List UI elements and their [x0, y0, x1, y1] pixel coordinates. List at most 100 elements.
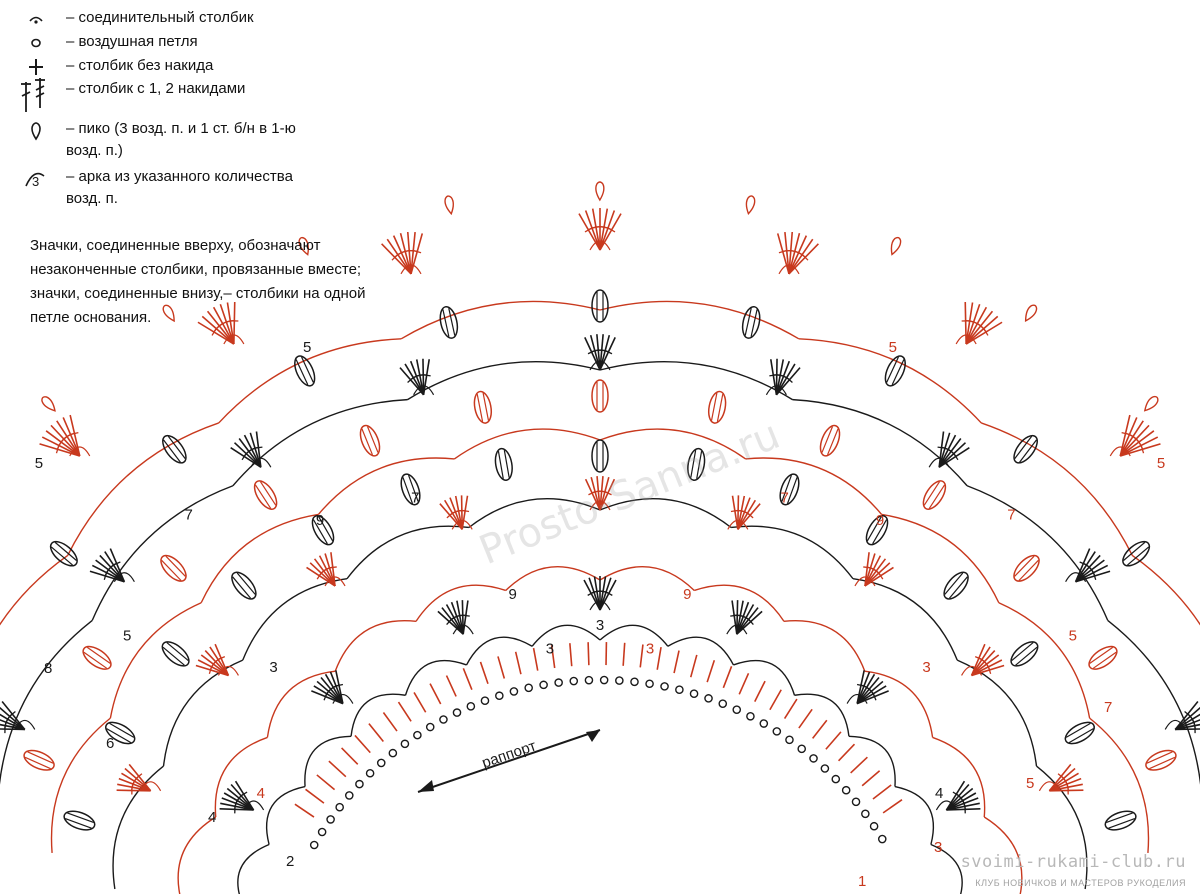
chain-arc: [848, 735, 896, 787]
fan-join: [451, 519, 473, 530]
shell-outline: [1145, 749, 1177, 771]
stitch: [1119, 420, 1144, 457]
stitch: [737, 499, 757, 530]
stitch: [736, 610, 763, 635]
shell-outline: [707, 390, 727, 424]
shell-line: [109, 722, 135, 738]
stitch: [599, 335, 611, 371]
chain-stitch: [831, 774, 841, 784]
shell-line: [361, 428, 374, 456]
stitch: [856, 670, 865, 704]
stitch: [964, 301, 967, 345]
stitch: [584, 337, 601, 371]
chain-stitch: [509, 687, 519, 696]
chain-arc: [67, 422, 219, 556]
shell-line: [366, 426, 379, 453]
chain-arc: [218, 338, 402, 424]
stitch-bar: [1140, 445, 1145, 454]
fan-join: [243, 800, 265, 811]
picot-shape: [444, 195, 455, 216]
note-text: Значки, соединенные вверху, обозначают н…: [30, 234, 430, 330]
stitch-bar: [877, 572, 884, 580]
stitch: [255, 431, 262, 468]
arch-number-label: 5: [1069, 628, 1077, 645]
picot-shape: [162, 304, 175, 323]
puff-shell: [591, 439, 609, 473]
chain-arc: [232, 398, 408, 487]
legend-item: – столбик без накида: [20, 54, 320, 78]
chain-stitch: [309, 840, 319, 850]
stitch: [945, 783, 970, 811]
stitch: [454, 495, 463, 530]
chain-stitch: [569, 676, 579, 686]
chain-stitch: [660, 682, 669, 691]
red-stitch: [479, 661, 489, 684]
arch-number-label: 5: [35, 455, 43, 472]
stitch: [329, 671, 344, 704]
fan-join: [223, 334, 245, 345]
picot-shape: [41, 396, 56, 412]
chain-stitch: [851, 797, 861, 807]
repeat-label: раппорт: [480, 737, 539, 771]
stitch: [56, 420, 81, 457]
stitch: [204, 650, 230, 676]
stitch: [1174, 719, 1200, 731]
stitch: [128, 763, 152, 792]
chain-stitch: [344, 791, 354, 800]
stitch: [1075, 554, 1101, 583]
chain-arc: [415, 584, 506, 622]
stitch: [460, 495, 463, 530]
fan-join: [589, 500, 611, 511]
shell-line: [944, 572, 964, 595]
shell-line: [448, 307, 456, 336]
fan-join: [928, 457, 950, 468]
fan-join: [846, 693, 868, 704]
puff-shell: [82, 645, 112, 670]
chain-arc: [599, 300, 800, 340]
stitch: [1119, 417, 1138, 457]
shell-outline: [231, 571, 257, 600]
stitch: [596, 334, 601, 371]
stitch: [1075, 570, 1111, 583]
stitch: [856, 690, 889, 705]
stitch: [737, 497, 751, 530]
stitch: [945, 787, 974, 811]
puff-shell: [439, 305, 459, 339]
shell-line: [497, 451, 504, 479]
chain-stitch: [797, 744, 807, 754]
picot: [1024, 304, 1038, 323]
chain-stitch: [524, 683, 533, 693]
red-stitch: [872, 784, 892, 800]
chain-arc: [407, 360, 601, 401]
chain-stitch: [861, 809, 870, 819]
picot: [745, 195, 756, 216]
shell-line: [1011, 642, 1034, 662]
stitch: [461, 600, 464, 635]
red-stitch: [514, 651, 522, 675]
red-stitch: [382, 711, 398, 732]
chain-arc: [317, 457, 455, 515]
shell-outline: [1122, 540, 1151, 567]
red-stitch: [656, 646, 662, 670]
stitch: [938, 442, 967, 468]
fan-join: [765, 385, 787, 396]
stitch: [599, 577, 612, 611]
chain-arc: [265, 785, 306, 845]
row-number-1: 1: [858, 873, 866, 890]
stitch: [309, 562, 336, 587]
stitch: [946, 808, 981, 811]
double-treble-crochet-icon: [21, 78, 45, 112]
red-stitch: [587, 642, 590, 666]
stitch: [737, 495, 746, 530]
chain-arc: [334, 620, 417, 672]
chain-arc: [733, 659, 796, 696]
shell-line: [786, 477, 798, 504]
chain-arc: [745, 457, 883, 515]
shell-line: [690, 450, 697, 478]
picot: [298, 236, 310, 256]
stitch: [736, 600, 744, 635]
stitch: [404, 363, 425, 396]
stitch: [456, 600, 464, 635]
shell-outline: [162, 434, 187, 464]
